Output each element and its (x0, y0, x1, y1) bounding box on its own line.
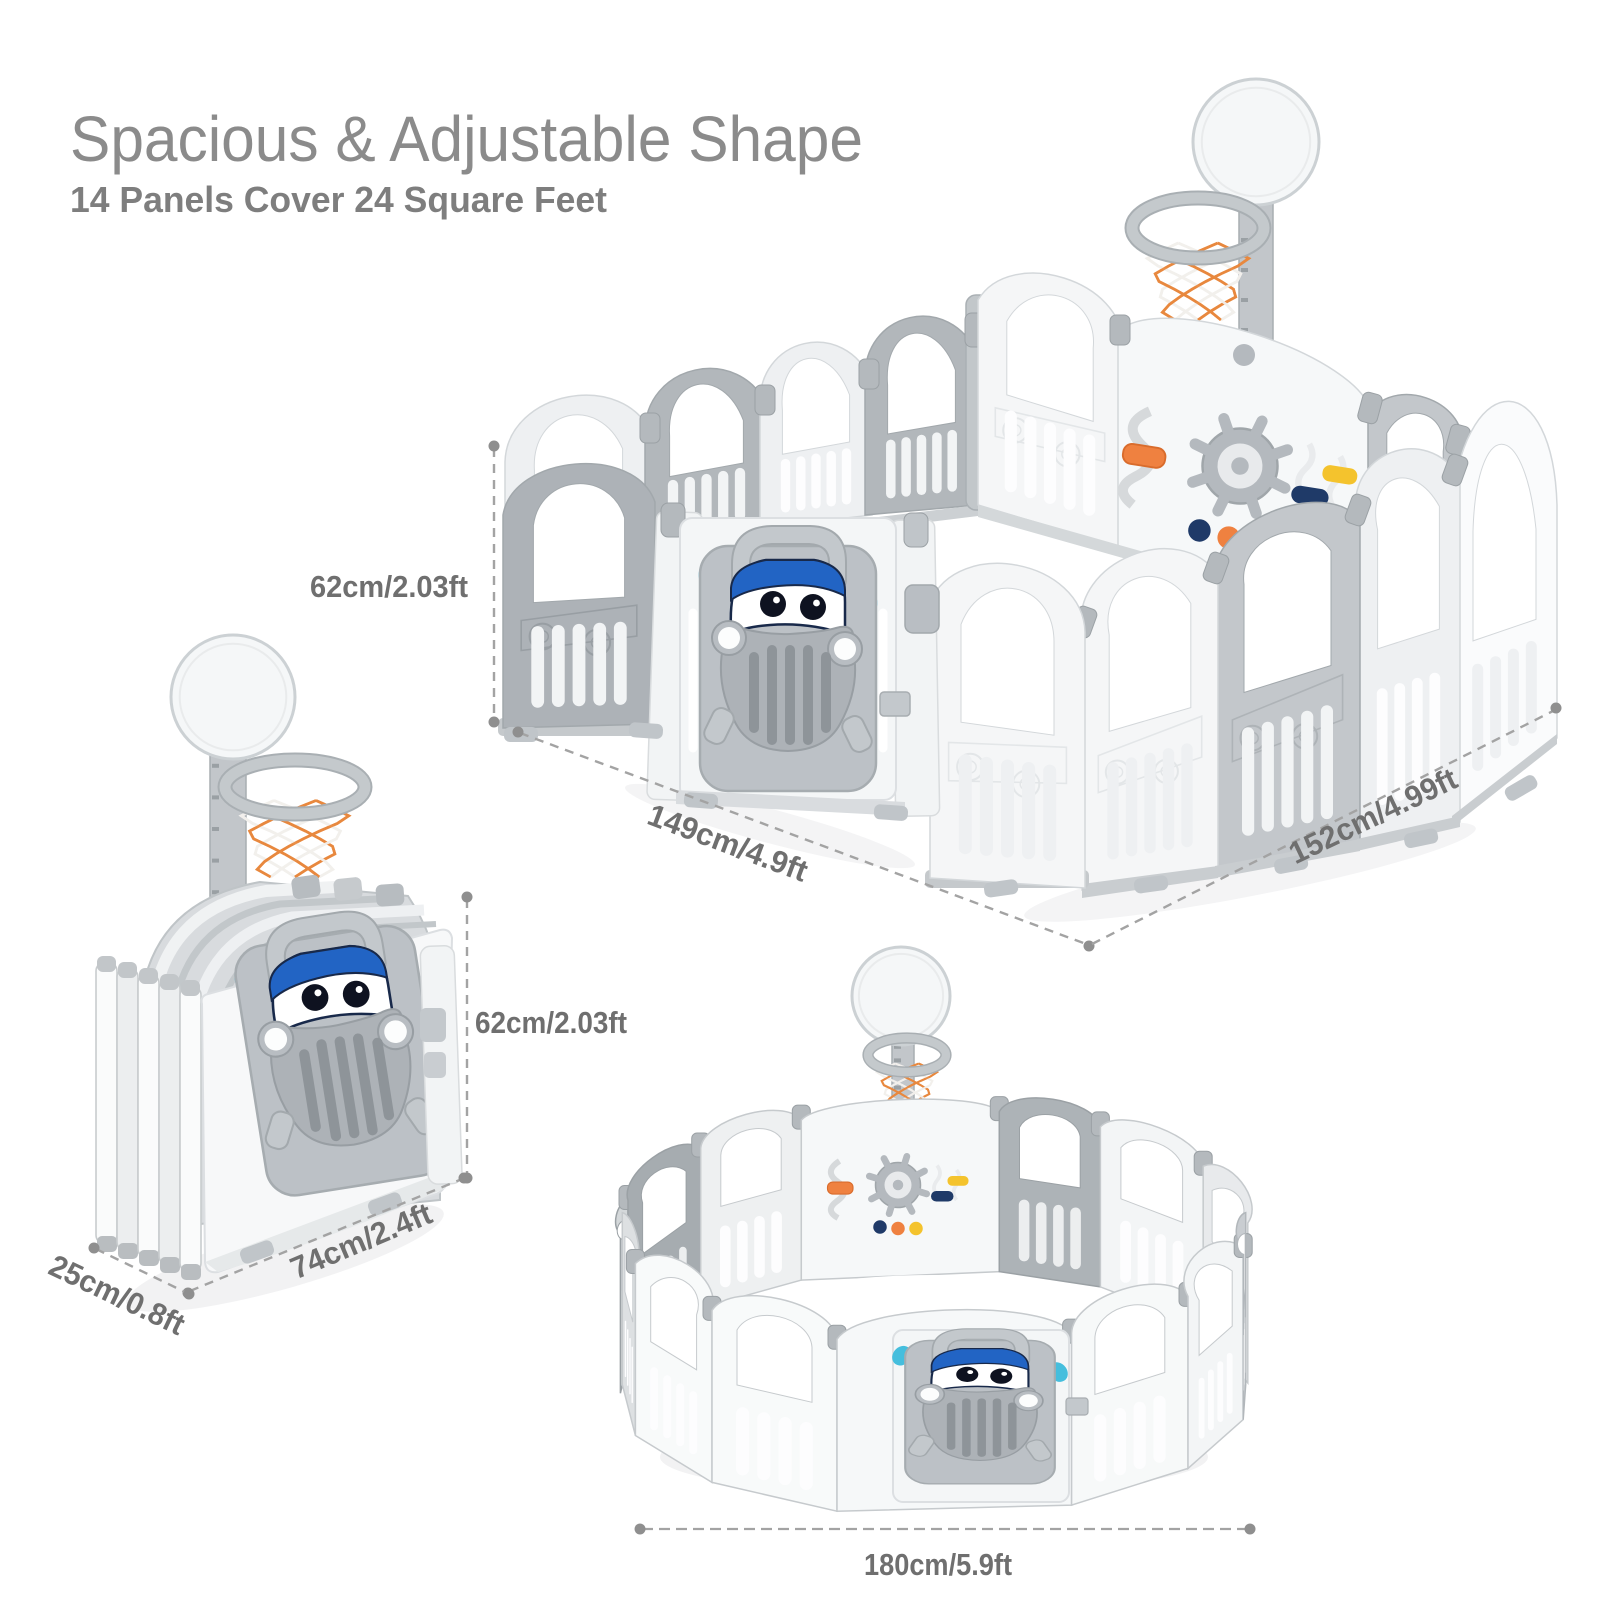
svg-text:62cm/2.03ft: 62cm/2.03ft (475, 1005, 627, 1040)
svg-text:14 Panels Cover 24 Square Feet: 14 Panels Cover 24 Square Feet (70, 179, 607, 220)
svg-text:62cm/2.03ft: 62cm/2.03ft (310, 569, 468, 604)
svg-text:180cm/5.9ft: 180cm/5.9ft (864, 1547, 1012, 1582)
svg-text:Spacious & Adjustable Shape: Spacious & Adjustable Shape (70, 103, 863, 175)
